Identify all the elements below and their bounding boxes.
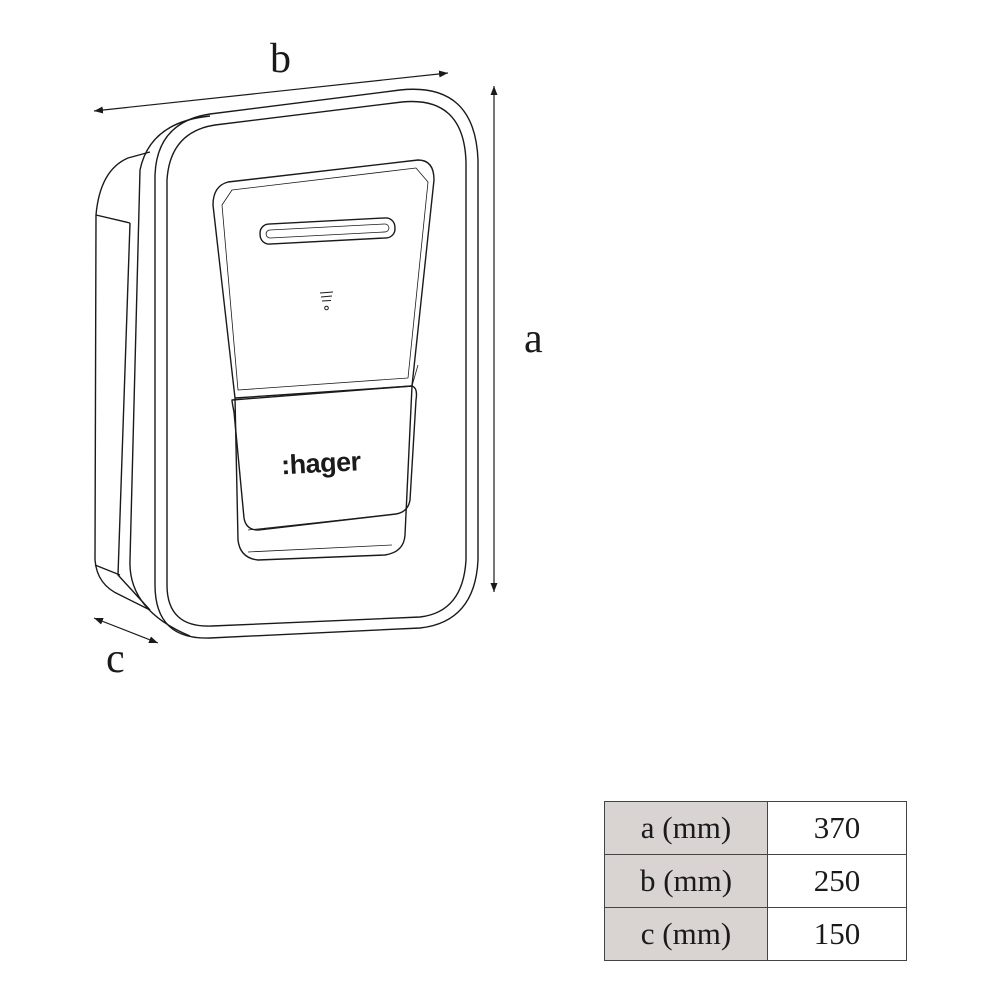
socket-cover-edge [247, 513, 397, 531]
charger-body [94, 88, 479, 639]
display-side-edge [411, 364, 419, 387]
dimension-key: a (mm) [604, 801, 768, 855]
table-row: c (mm) 150 [604, 907, 907, 961]
dimension-value: 150 [767, 907, 907, 961]
table-row: b (mm) 250 [604, 854, 907, 908]
led-slot-inner [265, 223, 390, 239]
dimension-b: b [93, 36, 449, 114]
dimension-b-arrow [93, 70, 449, 114]
dimension-c-label: c [106, 636, 125, 682]
table-row: a (mm) 370 [604, 801, 907, 855]
rear-housing-edge-bottom [94, 564, 121, 576]
rear-housing-edge [95, 214, 131, 224]
status-icon [319, 291, 334, 311]
display-panel-inner [221, 167, 429, 391]
dimension-a: a [490, 86, 543, 592]
dimension-c: c [93, 617, 159, 682]
dimension-key: c (mm) [604, 907, 768, 961]
socket-cover-rim [234, 385, 413, 561]
led-slot [259, 217, 396, 245]
brand-logo: :hager [280, 446, 362, 480]
socket-cover-base [247, 544, 393, 553]
front-frame-outer [154, 88, 479, 639]
dimension-value: 250 [767, 854, 907, 908]
dimension-key: b (mm) [604, 854, 768, 908]
front-frame-side [129, 115, 211, 637]
front-frame-inner-lip [166, 100, 467, 627]
dimension-a-label: a [524, 316, 543, 362]
dimensions-table: a (mm) 370 b (mm) 250 c (mm) 150 [604, 801, 907, 961]
display-panel [212, 159, 435, 399]
dimension-value: 370 [767, 801, 907, 855]
dimension-c-arrow [93, 617, 159, 644]
dimension-b-label: b [270, 36, 291, 82]
